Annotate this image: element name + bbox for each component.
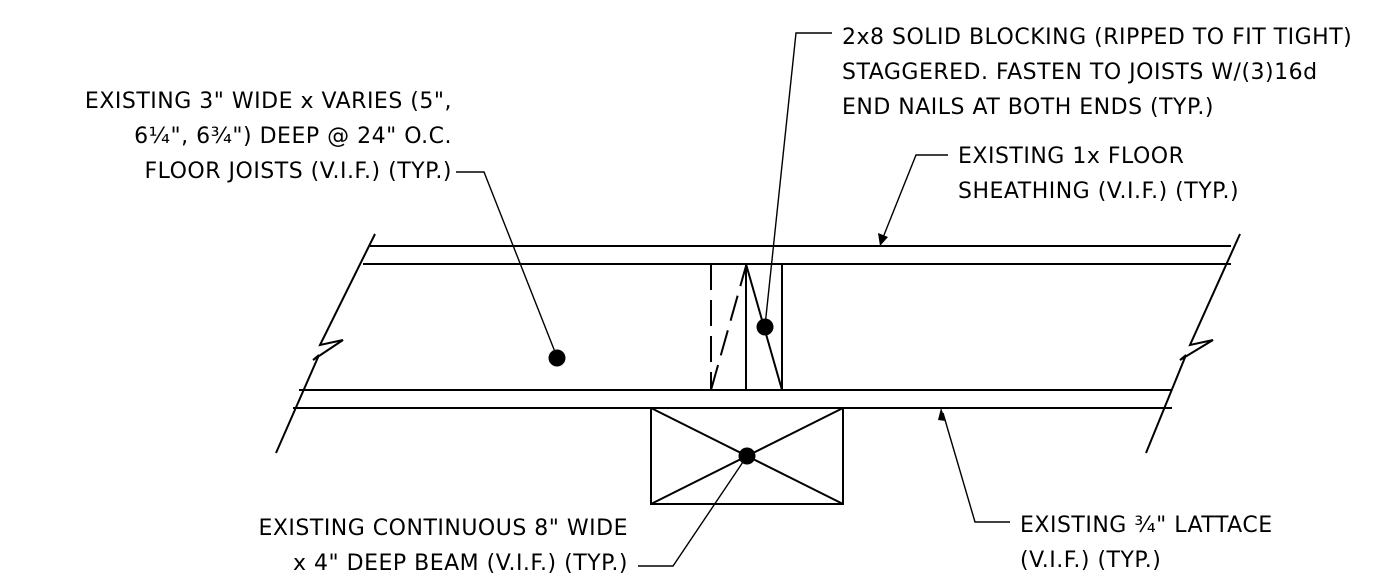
joists-leader [456,171,558,358]
blocking-label-line-3: END NAILS AT BOTH ENDS (TYP.) [842,95,1214,120]
blocking-label: 2x8 SOLID BLOCKING (RIPPED TO FIT TIGHT)… [842,25,1352,120]
beam-label-line-1: EXISTING CONTINUOUS 8" WIDE [258,516,628,541]
beam-leader-dot [738,447,756,465]
sheathing-label: EXISTING 1x FLOOR SHEATHING (V.I.F.) (TY… [958,144,1239,204]
sheathing-leader [881,154,948,241]
blocking-hidden-diagonal [710,265,747,391]
blocking-leader [764,32,832,327]
beam-leader [638,455,748,567]
beam-label: EXISTING CONTINUOUS 8" WIDE x 4" DEEP BE… [258,516,628,576]
lattace-label-line-2: (V.I.F.) (TYP.) [1020,548,1161,573]
blocking-label-line-2: STAGGERED. FASTEN TO JOISTS W/(3)16d [842,60,1318,85]
floor-sheathing [363,245,1231,265]
joists-label-line-3: FLOOR JOISTS (V.I.F.) (TYP.) [144,159,452,184]
blocking-label-line-1: 2x8 SOLID BLOCKING (RIPPED TO FIT TIGHT) [842,25,1352,50]
joists-label: EXISTING 3" WIDE x VARIES (5", 6¼", 6¾")… [85,89,452,184]
right-break-line [1145,233,1241,454]
beam-outline [650,407,844,505]
joists-leader-dot [548,349,566,367]
left-break-line [275,233,376,454]
leaders [456,32,1010,567]
lattace-leader-arrowhead [938,408,946,421]
sheathing-leader-arrowhead [878,233,888,246]
lattace-leader [942,412,1010,523]
blocking-leader-dot [756,318,774,336]
lattace-label: EXISTING ¾" LATTACE (V.I.F.) (TYP.) [1020,513,1273,573]
blocking-solid-block [745,263,783,391]
joists-label-line-2: 6¼", 6¾") DEEP @ 24" O.C. [134,124,452,149]
lattace-label-line-1: EXISTING ¾" LATTACE [1020,513,1273,538]
lattace-layer [293,389,1172,409]
sheathing-label-line-1: EXISTING 1x FLOOR [958,144,1184,169]
joists-label-line-1: EXISTING 3" WIDE x VARIES (5", [85,89,452,114]
beam-label-line-2: x 4" DEEP BEAM (V.I.F.) (TYP.) [293,551,628,576]
sheathing-label-line-2: SHEATHING (V.I.F.) (TYP.) [958,179,1239,204]
